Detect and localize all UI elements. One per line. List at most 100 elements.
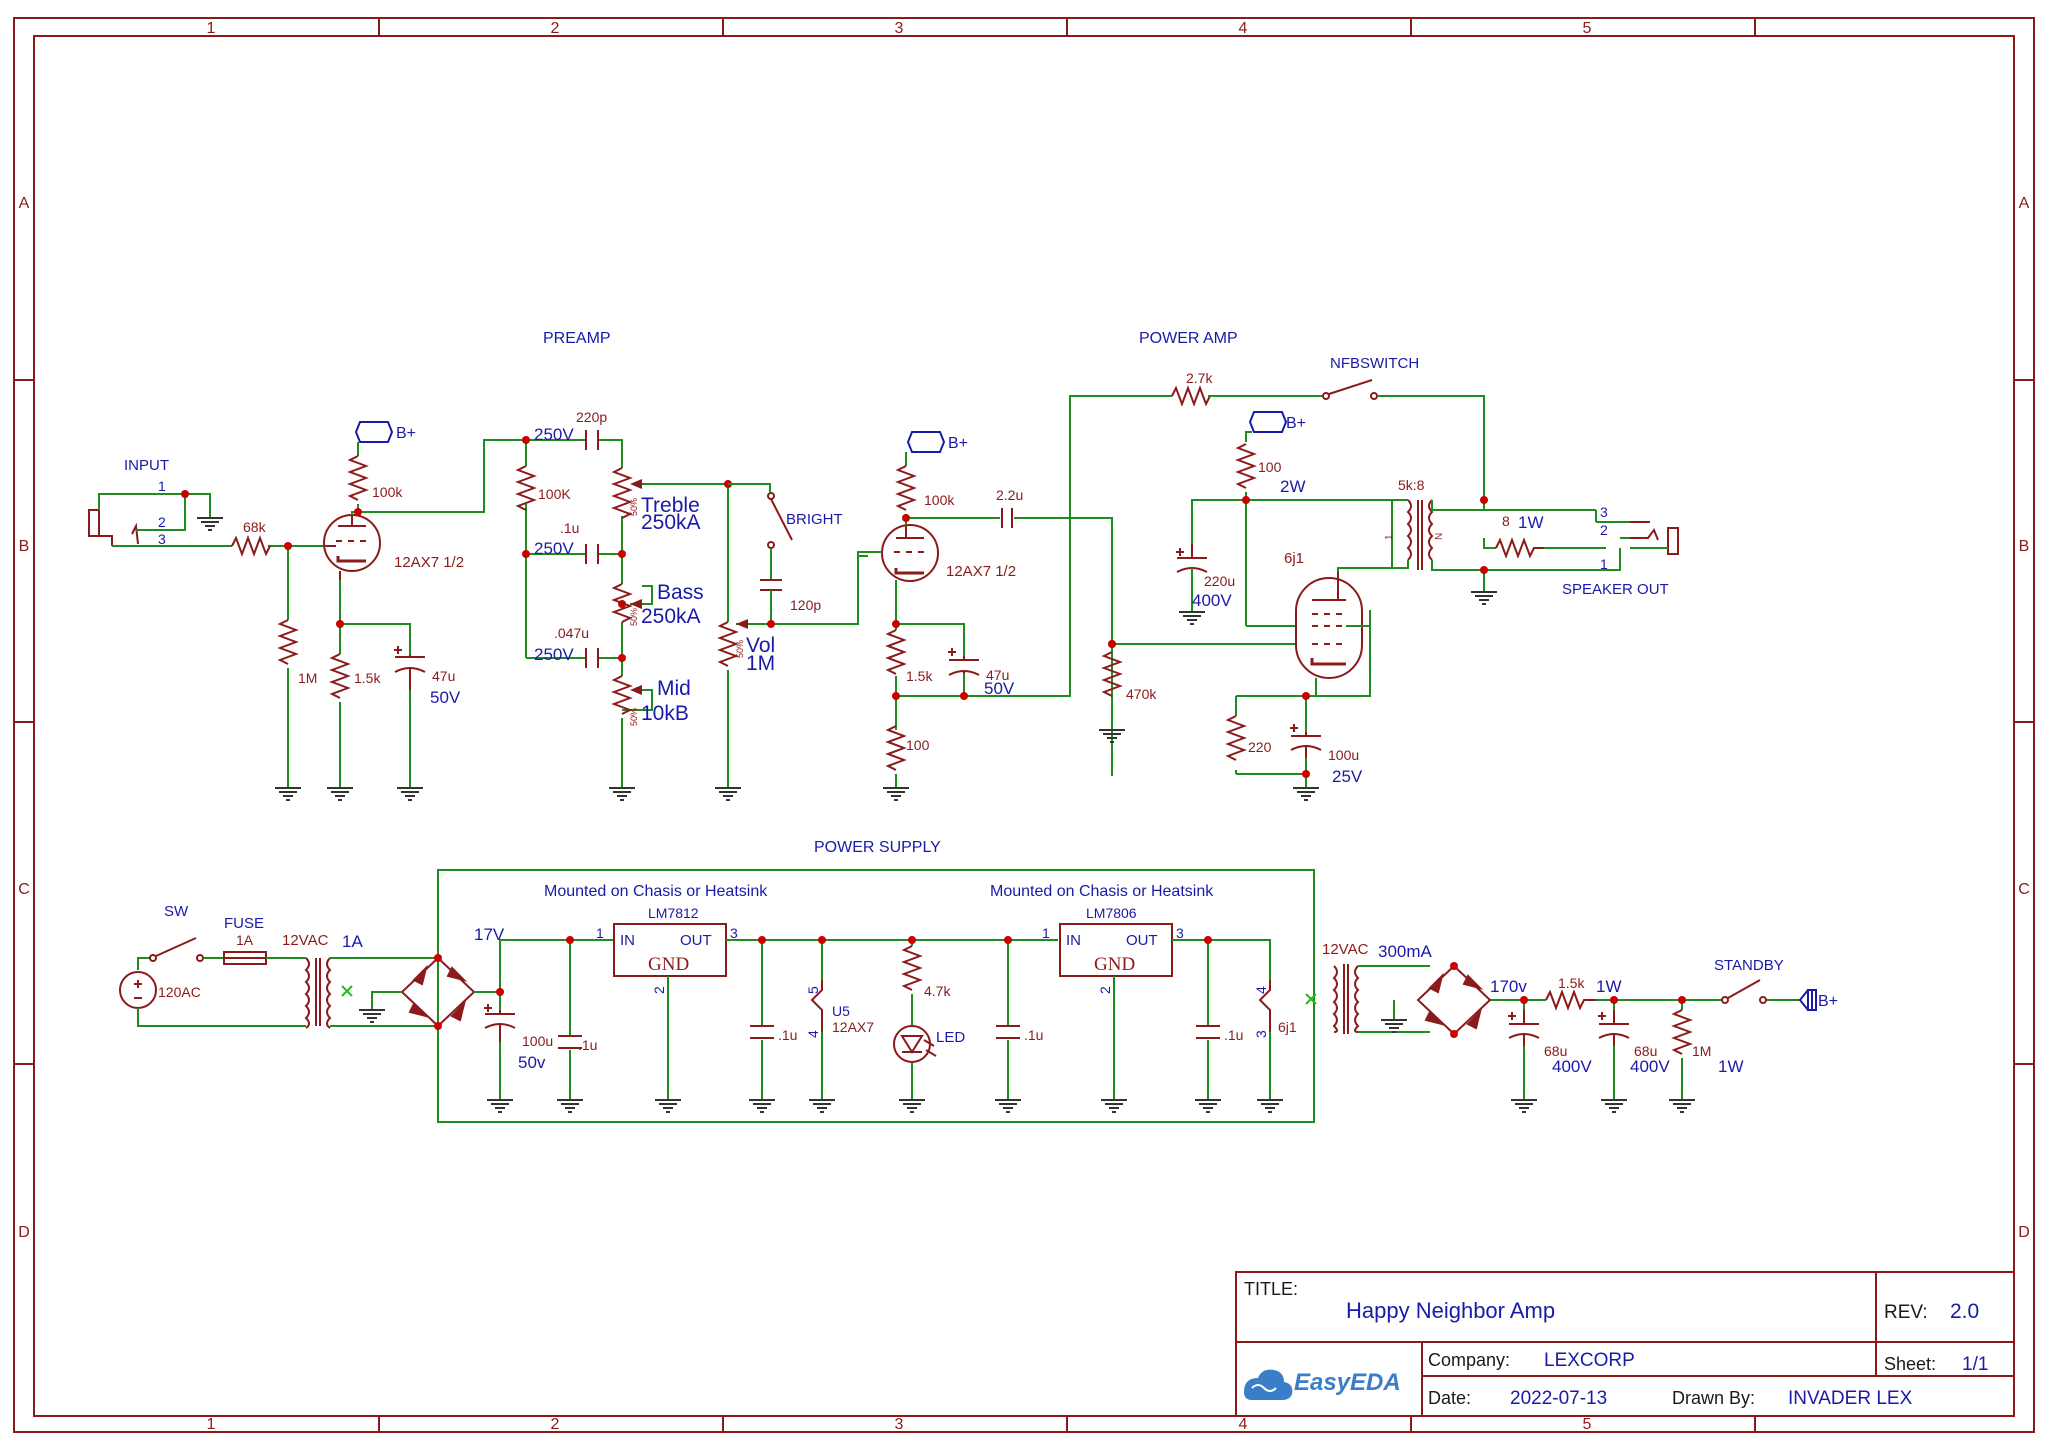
rev-value: 2.0 [1950, 1300, 1979, 1323]
r-plate-label: 100k [372, 484, 403, 500]
svg-text:LM7812: LM7812 [648, 905, 699, 921]
nfb-switch[interactable] [1208, 379, 1485, 500]
svg-text:IN: IN [620, 932, 635, 949]
col-label: 3 [895, 1416, 904, 1433]
r-hv-watt: 1W [1596, 977, 1622, 996]
col-label: 1 [207, 20, 216, 37]
vol-pct: 50% [735, 640, 745, 658]
svg-text:B+: B+ [396, 425, 416, 442]
svg-text:1: 1 [1042, 925, 1050, 941]
cap-68u-1 [1508, 1010, 1540, 1046]
cap-120p [760, 579, 782, 591]
r-1m-label: 1M [298, 670, 317, 686]
r-plate2-label: 100k [924, 492, 955, 508]
heatsink-note: Mounted on Chasis or Heatsink [544, 883, 768, 900]
cap-220p [585, 430, 599, 450]
sheet-label: Sheet: [1884, 1354, 1936, 1374]
col-label: 4 [1239, 20, 1248, 37]
xfmr-pin: N [1434, 533, 1445, 540]
ground-symbol [1470, 585, 1498, 605]
svg-text:2: 2 [1097, 986, 1113, 994]
mid-pot[interactable] [611, 675, 642, 715]
bass-name: Bass [657, 581, 704, 604]
bplus-tag: B+ [354, 421, 416, 456]
junction-dot [336, 620, 344, 628]
junction-dot [1204, 936, 1212, 944]
bass-value: 250kA [641, 605, 701, 628]
resistor-1-5k [329, 653, 351, 699]
resistor-470k [1101, 651, 1123, 697]
junction-dot [566, 936, 574, 944]
svg-text:1: 1 [596, 925, 604, 941]
sw-label: SW [164, 903, 189, 920]
ground-symbol [1600, 1093, 1628, 1113]
ground-symbol [1292, 781, 1320, 801]
fuse-rating: 1A [236, 932, 254, 948]
resistor-68k [231, 535, 271, 557]
input-jack[interactable] [88, 493, 185, 546]
tube2-label: 12AX7 1/2 [946, 563, 1016, 580]
speaker-jack[interactable] [1630, 521, 1679, 555]
c100u-voltage: 25V [1332, 767, 1363, 786]
htr-label: 6j1 [1278, 1019, 1297, 1035]
r-68k-label: 68k [243, 519, 267, 535]
no-connect-mark [341, 985, 353, 997]
ground-symbol [1668, 1093, 1696, 1113]
svg-text:IN: IN [1066, 932, 1081, 949]
row-label: C [2018, 881, 2030, 898]
junction-dot [1480, 566, 1488, 574]
vol-value: 1M [746, 652, 775, 675]
junction-dot [902, 514, 910, 522]
junction-dot [354, 508, 362, 516]
standby-switch[interactable] [1721, 979, 1767, 1004]
ground-symbol [748, 1093, 776, 1113]
cap-100u-bulk [484, 1004, 516, 1042]
bplus-tag: B+ [1245, 411, 1306, 442]
xfmr-pin: 1 [1384, 534, 1395, 540]
regulator-lm7812: LM7812 IN OUT GND 1 3 2 [596, 905, 738, 994]
col-label: 2 [551, 20, 560, 37]
treble-pot[interactable] [611, 467, 642, 519]
svg-text:3: 3 [1176, 925, 1184, 941]
c68u1-voltage: 400V [1552, 1057, 1592, 1076]
r-led-label: 4.7k [924, 983, 951, 999]
ac-label: 120AC [158, 984, 201, 1000]
xfmr-ratio: 5k:8 [1398, 477, 1425, 493]
resistor-2-7k [1171, 385, 1211, 407]
u5-pin: 5 [805, 986, 821, 994]
junction-dot [1450, 1030, 1458, 1038]
ground-symbol [714, 781, 742, 801]
c120p-label: 120p [790, 597, 821, 613]
cap-47u-cathode2 [948, 648, 980, 676]
col-label: 1 [207, 1416, 216, 1433]
spk-pin: 2 [1600, 522, 1608, 538]
htr-pin: 4 [1253, 986, 1269, 994]
r-470k-label: 470k [1126, 686, 1157, 702]
col-label: 4 [1239, 1416, 1248, 1433]
resistor-4-7k [901, 945, 923, 991]
c47u2-value: 47u [986, 667, 1009, 683]
cap-01u [585, 544, 599, 564]
volume-pot[interactable] [717, 619, 748, 667]
ht-transformer [1332, 964, 1360, 1034]
junction-dot [522, 550, 530, 558]
fuse-label: FUSE [224, 915, 264, 932]
bass-pot[interactable] [611, 583, 642, 623]
c68u2-voltage: 400V [1630, 1057, 1670, 1076]
ground-symbol [1510, 1093, 1538, 1113]
c01u-voltage: 250V [534, 539, 574, 558]
r-100k-tone-label: 100K [538, 486, 571, 502]
junction-dot [1004, 936, 1012, 944]
section-title-power-amp: POWER AMP [1139, 330, 1238, 347]
junction-dot [434, 1022, 442, 1030]
bplus-tag: B+ [1798, 989, 1838, 1011]
junction-dot [1302, 770, 1310, 778]
cap-01u-bypass [1196, 1025, 1220, 1039]
power-switch[interactable] [137, 937, 224, 970]
c220u-value: 220u [1204, 573, 1235, 589]
c68u2-value: 68u [1634, 1043, 1657, 1059]
svg-text:OUT: OUT [680, 932, 712, 949]
ground-symbol [608, 781, 636, 801]
c220p-voltage: 250V [534, 425, 574, 444]
